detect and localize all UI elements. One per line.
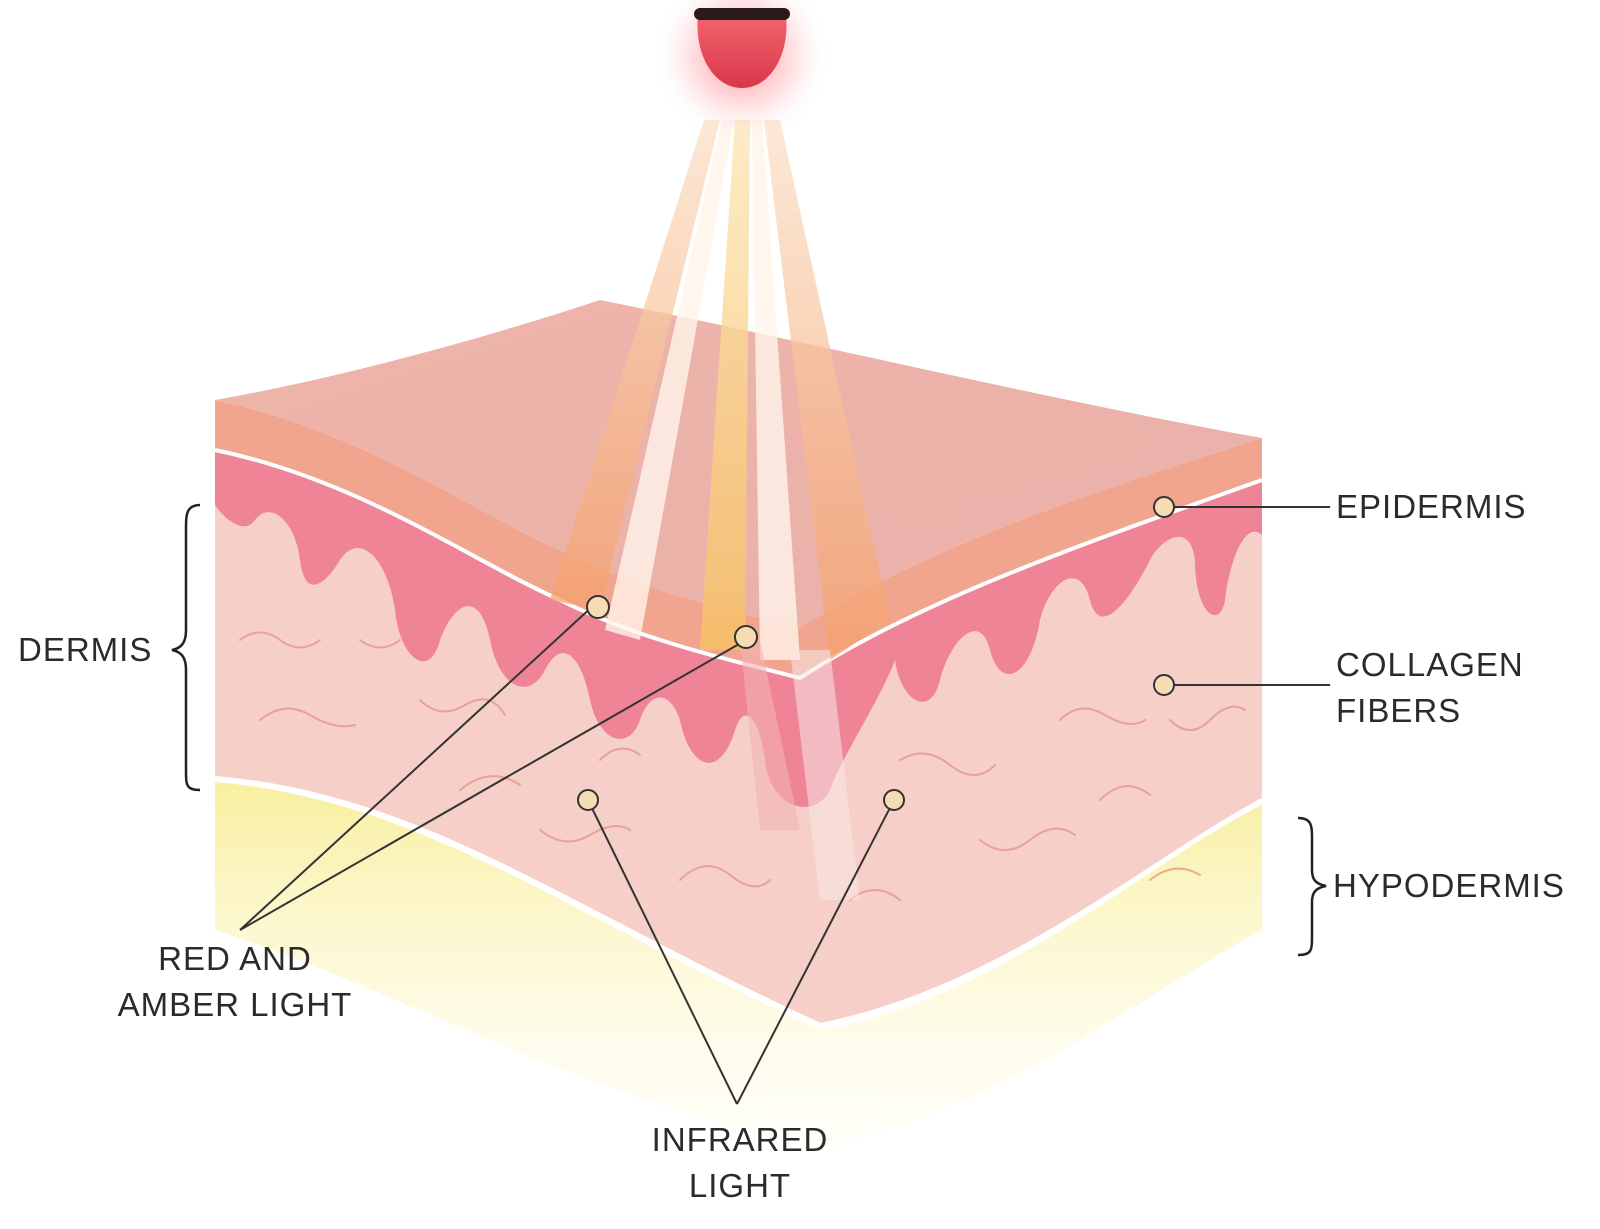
light-source-icon — [697, 15, 787, 88]
dermis-label: DERMIS — [18, 631, 153, 668]
papillae-layer — [215, 450, 1262, 807]
collagen-label-line2: FIBERS — [1336, 692, 1462, 729]
collagen-fibers — [239, 631, 1246, 901]
hypodermis-layer — [215, 782, 1262, 1150]
hypodermis-brace — [1297, 816, 1327, 957]
leader-dots — [577, 496, 1175, 811]
leader-lines — [239, 506, 1330, 1105]
infrared-label-line2: LIGHT — [688, 1167, 792, 1204]
hypodermis-label: HYPODERMIS — [1333, 867, 1565, 904]
infrared-label-line1: INFRARED — [651, 1121, 829, 1158]
epidermis-label: EPIDERMIS — [1336, 488, 1527, 525]
light-beams — [550, 120, 890, 900]
red-amber-label-line1: RED AND — [158, 940, 312, 977]
red-amber-label-line2: AMBER LIGHT — [117, 986, 353, 1023]
collagen-label-line1: COLLAGEN — [1336, 646, 1524, 683]
dermis-brace — [171, 503, 201, 792]
light-source-cap — [694, 8, 790, 20]
